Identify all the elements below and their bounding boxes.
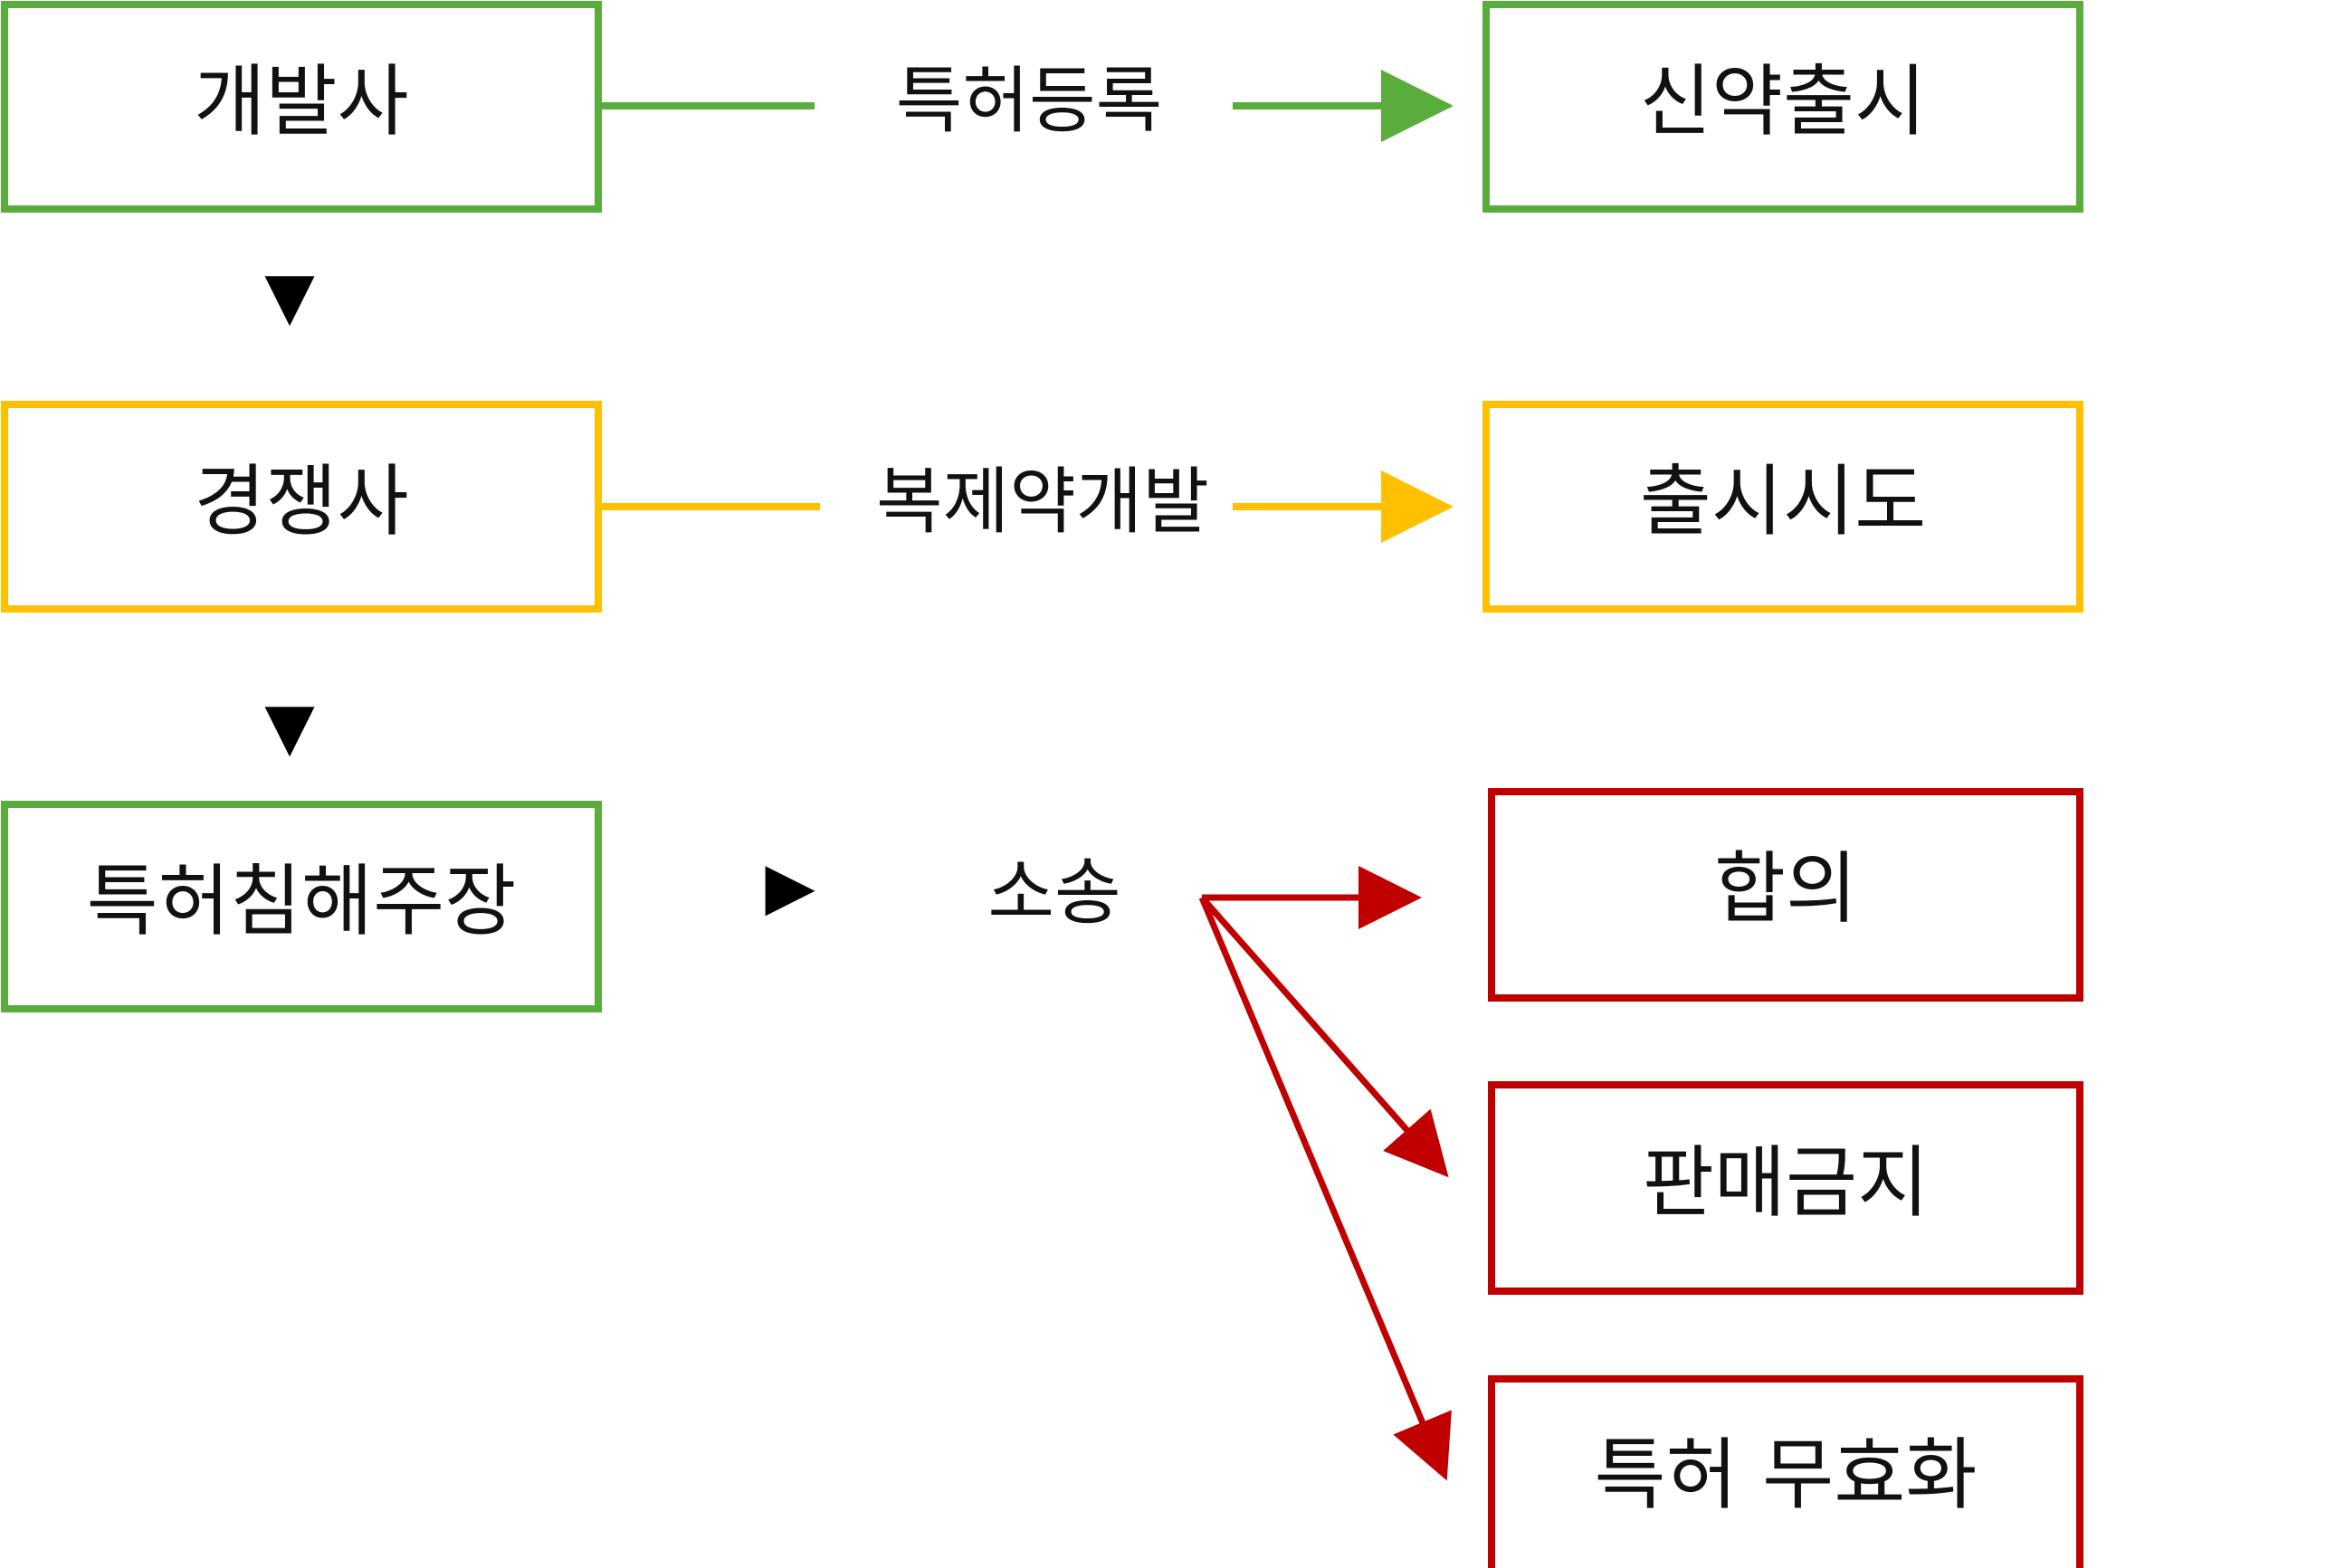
down-marker-1: ▼ [264,258,315,334]
right-marker: ▶ [765,848,815,924]
sales-ban-label: 판매금지 [1643,1137,1929,1228]
patent-registration-label: 특허등록 [896,59,1162,143]
down-marker-2: ▼ [264,689,315,765]
new-drug-launch-box [1482,1,2083,213]
lawsuit-label: 소송 [987,851,1120,935]
patent-invalidation-label: 특허 무효화 [1595,1430,1978,1520]
developer-label: 개발사 [194,56,408,147]
competitor-label: 경쟁사 [194,456,408,546]
settlement-box [1488,788,2083,1002]
launch-attempt-label: 출시시도 [1640,456,1926,546]
launch-attempt-box [1482,401,2083,613]
settlement-label: 합의 [1714,843,1857,934]
lawsuit-to-sales-ban-arrow [1199,895,1449,1178]
infringement-claim-label: 특허침해주장 [87,856,517,946]
patent-invalidation-box [1488,1375,2083,1568]
generic-development-label: 복제약개발 [876,460,1209,544]
new-drug-launch-label: 신약출시 [1640,56,1926,147]
infringement-claim-box [1,801,602,1012]
sales-ban-box [1488,1081,2083,1295]
lawsuit-to-invalidation-arrow [1198,896,1452,1481]
